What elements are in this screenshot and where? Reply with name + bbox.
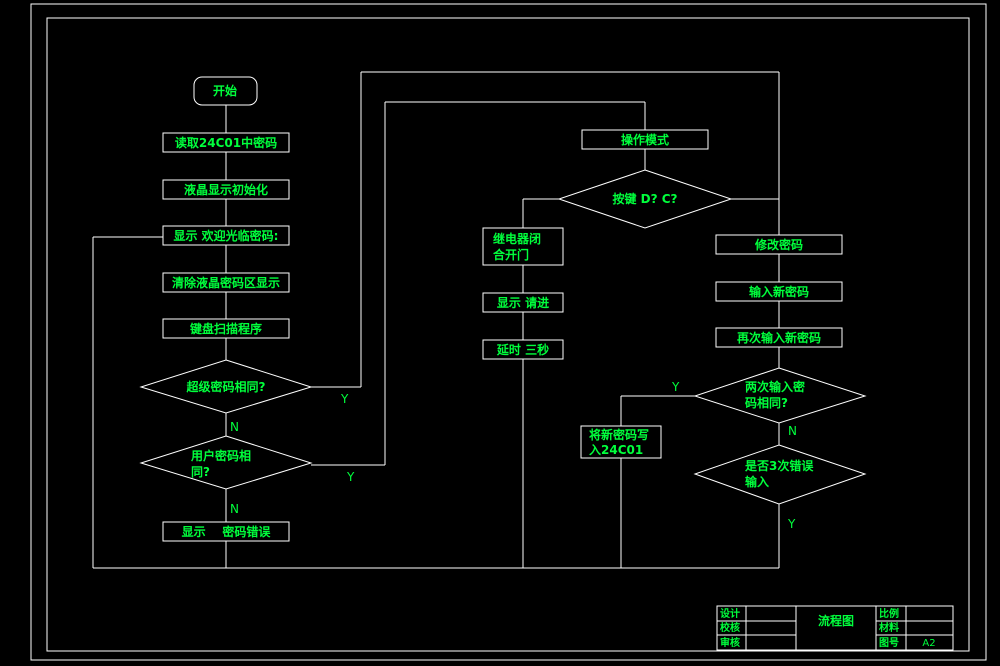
modify-pwd-label: 修改密码 <box>754 237 803 252</box>
title-block-scale: 比例 <box>879 607 899 620</box>
clear-lcd-label: 清除液晶密码区显示 <box>172 275 280 290</box>
press-key-decision <box>557 169 733 229</box>
branch-y-user: Y <box>346 470 355 484</box>
user-pwd-label-1: 用户密码相 <box>190 448 251 463</box>
relay-box <box>482 227 564 266</box>
op-mode-label: 操作模式 <box>621 132 669 147</box>
branch-y-super: Y <box>340 392 349 406</box>
twice-same-label-2: 码相同? <box>745 395 788 410</box>
input-new-label: 输入新密码 <box>749 284 809 299</box>
show-welcome-label: 显示 欢迎光临密码: <box>174 228 279 243</box>
key-scan-label: 键盘扫描程序 <box>189 321 262 336</box>
show-enter-box <box>482 292 564 313</box>
show-error-box <box>162 521 290 542</box>
press-key-label: 按键 D? C? <box>612 191 677 206</box>
title-block-review: 审核 <box>720 636 740 649</box>
branch-y-three: Y <box>787 517 796 531</box>
title-block-size: A2 <box>922 638 935 649</box>
read-pwd-label: 读取24C01中密码 <box>175 135 277 150</box>
input-again-box <box>715 327 843 348</box>
delay-box <box>482 339 564 360</box>
title-block-proofread: 校核 <box>720 621 740 634</box>
relay-label-2: 合开门 <box>493 247 529 262</box>
lcd-init-box <box>162 179 290 200</box>
branch-y-twice: Y <box>671 380 680 394</box>
user-pwd-label-2: 同? <box>191 465 210 479</box>
start-terminal <box>193 76 258 106</box>
outer-frame <box>30 3 987 661</box>
twice-same-decision <box>693 367 867 424</box>
three-errors-decision <box>693 444 867 505</box>
user-pwd-decision <box>139 435 313 490</box>
left-connectors <box>92 71 779 569</box>
branch-n-super: N <box>230 420 239 434</box>
input-new-box <box>715 281 843 302</box>
title-block-material: 材料 <box>879 621 899 634</box>
super-pwd-decision <box>139 359 313 414</box>
op-mode-box <box>581 129 709 150</box>
branch-n-twice: N <box>788 424 797 438</box>
twice-same-label-1: 两次输入密 <box>745 379 805 394</box>
write-eeprom-label-2: 入24C01 <box>589 443 643 457</box>
three-errors-label-1: 是否3次错误 <box>744 458 814 473</box>
start-label: 开始 <box>213 83 237 98</box>
modify-pwd-box <box>715 234 843 255</box>
inner-frame <box>46 17 970 652</box>
clear-lcd-box <box>162 272 290 293</box>
delay-label: 延时 三秒 <box>496 342 549 357</box>
input-again-label: 再次输入新密码 <box>737 330 821 345</box>
relay-label-1: 继电器闭 <box>493 231 541 246</box>
title-block <box>716 605 954 651</box>
three-errors-label-2: 输入 <box>745 474 769 489</box>
title-block-title: 流程图 <box>818 613 854 628</box>
write-eeprom-label-1: 将新密码写 <box>589 427 649 442</box>
middle-connectors <box>522 149 646 568</box>
show-welcome-box <box>162 225 290 246</box>
show-enter-label: 显示 请进 <box>497 295 549 310</box>
lcd-init-label: 液晶显示初始化 <box>184 182 268 197</box>
show-error-label: 显示 密码错误 <box>182 524 272 539</box>
super-pwd-label: 超级密码相同? <box>186 379 266 394</box>
write-eeprom-box <box>580 425 662 459</box>
right-connectors <box>620 72 780 568</box>
title-block-drawing-no: 图号 <box>879 637 899 649</box>
key-scan-box <box>162 318 290 339</box>
title-block-design: 设计 <box>720 607 740 620</box>
branch-n-user: N <box>230 502 239 516</box>
read-pwd-box <box>162 132 290 153</box>
